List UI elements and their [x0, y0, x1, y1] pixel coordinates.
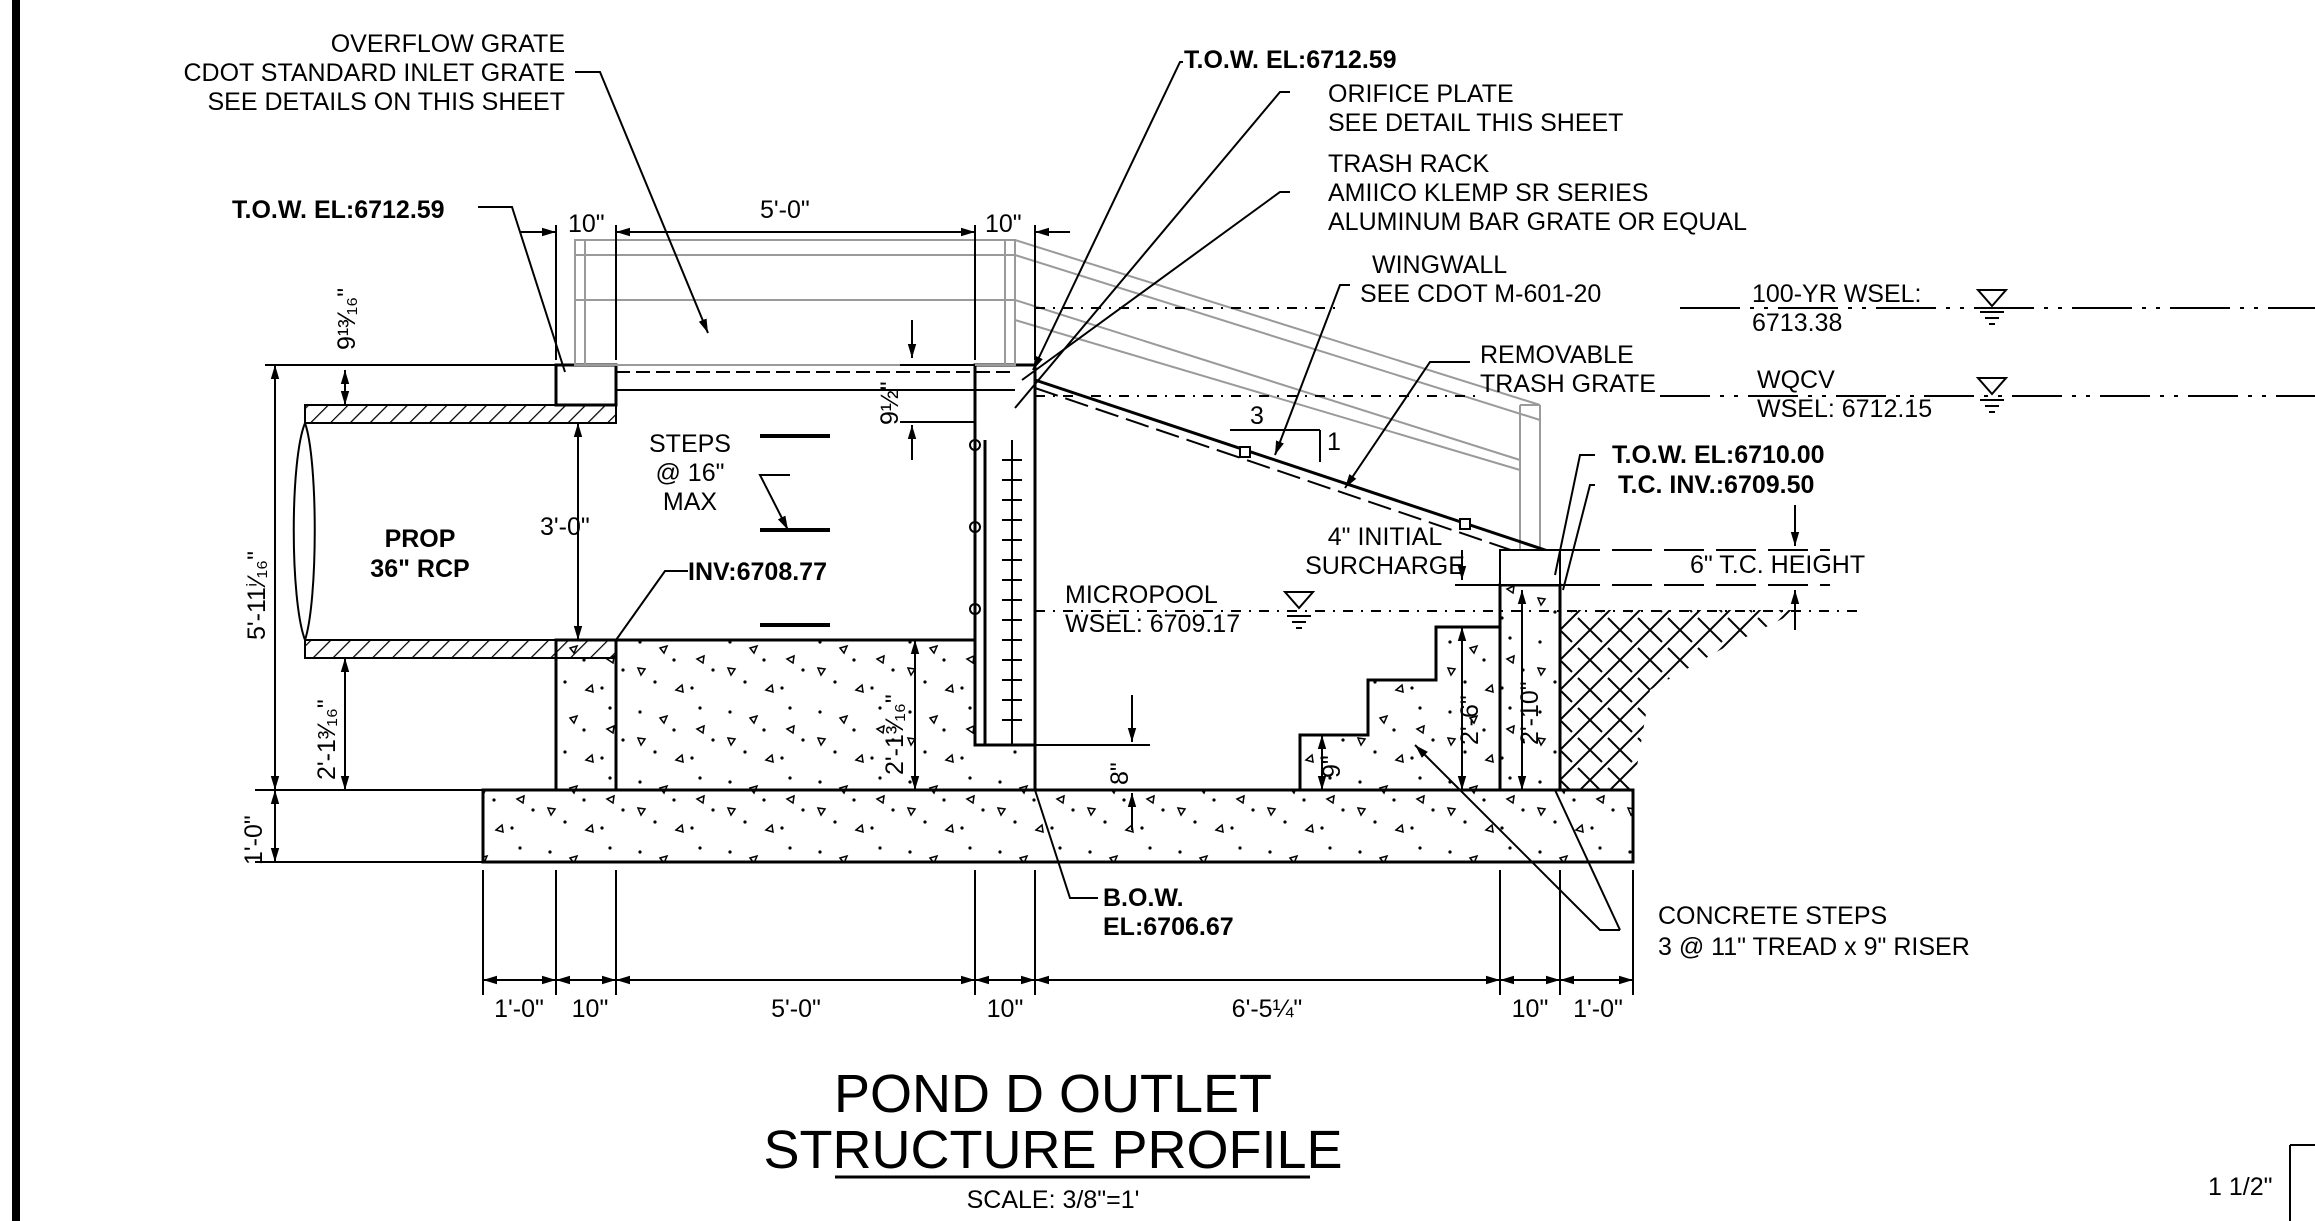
steps-callout: STEPS @ 16" MAX — [649, 430, 731, 516]
dim-top-10-right: 10" — [985, 210, 1022, 238]
svg-text:PROP: PROP — [385, 525, 456, 553]
orifice-hole — [969, 439, 981, 451]
svg-text:SURCHARGE: SURCHARGE — [1305, 552, 1465, 580]
tc-height-label: 6" T.C. HEIGHT — [1690, 551, 1865, 579]
dim-below-pipe-inner: 2'-1³⁄₁₆" — [881, 694, 909, 775]
svg-text:EL:6706.67: EL:6706.67 — [1103, 913, 1234, 941]
right-wall — [1498, 583, 1562, 792]
svg-text:MICROPOOL: MICROPOOL — [1065, 581, 1218, 609]
dim-step-9: 9" — [1318, 755, 1346, 778]
dim-grate-9-half: 9½" — [876, 381, 904, 425]
svg-text:ORIFICE PLATE: ORIFICE PLATE — [1328, 80, 1514, 108]
svg-text:1: 1 — [1327, 428, 1341, 456]
svg-text:OVERFLOW GRATE: OVERFLOW GRATE — [331, 30, 565, 58]
svg-text:10": 10" — [987, 995, 1024, 1023]
trash-rack-callout: TRASH RACK AMIICO KLEMP SR SERIES ALUMIN… — [1328, 150, 1747, 236]
tow-right-label: T.O.W. EL:6710.00 — [1612, 441, 1825, 469]
dim-below-pipe: 2'-1³⁄₁₆" — [313, 699, 341, 780]
dim-micropool-8: 8" — [1106, 762, 1134, 785]
svg-text:@ 16": @ 16" — [655, 459, 724, 487]
wqcv-callout: WQCV WSEL: 6712.15 — [1757, 366, 1932, 423]
micropool-callout: MICROPOOL WSEL: 6709.17 — [1065, 581, 1240, 638]
svg-text:STRUCTURE PROFILE: STRUCTURE PROFILE — [763, 1120, 1342, 1180]
overflow-grate-callout: OVERFLOW GRATE CDOT STANDARD INLET GRATE… — [183, 30, 565, 116]
svg-text:3 @ 11" TREAD x 9" RISER: 3 @ 11" TREAD x 9" RISER — [1658, 933, 1970, 961]
left-headwall-lower — [554, 638, 618, 792]
svg-text:5'-0": 5'-0" — [771, 995, 821, 1023]
svg-text:WSEL: 6709.17: WSEL: 6709.17 — [1065, 610, 1240, 638]
orifice-hole — [969, 521, 981, 533]
bottom-dimension-labels: 1'-0" 10" 5'-0" 10" 6'-5¼" 10" 1'-0" — [494, 995, 1623, 1023]
svg-text:POND D OUTLET: POND D OUTLET — [834, 1064, 1272, 1124]
svg-text:CONCRETE STEPS: CONCRETE STEPS — [1658, 902, 1887, 930]
concrete-steps-callout: CONCRETE STEPS 3 @ 11" TREAD x 9" RISER — [1658, 902, 1970, 961]
svg-text:WQCV: WQCV — [1757, 366, 1835, 394]
initial-surcharge-callout: 4" INITIAL SURCHARGE — [1305, 523, 1465, 580]
dim-overall-height: 5'-11ⁱ⁄₁₆" — [243, 551, 271, 640]
tc-inv-label: T.C. INV.:6709.50 — [1618, 471, 1814, 499]
svg-text:AMIICO KLEMP SR SERIES: AMIICO KLEMP SR SERIES — [1328, 179, 1648, 207]
svg-text:6'-5¼": 6'-5¼" — [1232, 995, 1303, 1023]
slope-indicator: 3 1 — [1230, 402, 1341, 462]
svg-text:36" RCP: 36" RCP — [370, 555, 469, 583]
embankment — [1560, 610, 1800, 790]
svg-text:WSEL: 6712.15: WSEL: 6712.15 — [1757, 395, 1932, 423]
svg-text:TRASH RACK: TRASH RACK — [1328, 150, 1489, 178]
dim-pipe-3ft: 3'-0" — [540, 513, 590, 541]
rcp-pipe — [292, 404, 617, 659]
svg-text:SEE CDOT M-601-20: SEE CDOT M-601-20 — [1360, 280, 1601, 308]
svg-text:10": 10" — [1512, 995, 1549, 1023]
dim-wall-2-10: 2'-10" — [1516, 681, 1544, 745]
removable-trash-grate-callout: REMOVABLE TRASH GRATE — [1480, 341, 1656, 398]
dim-top-10-left: 10" — [568, 210, 605, 238]
drawing-title: POND D OUTLET STRUCTURE PROFILE SCALE: 3… — [763, 1064, 1342, 1214]
inv-label: INV:6708.77 — [688, 558, 827, 586]
svg-text:REMOVABLE: REMOVABLE — [1480, 341, 1634, 369]
svg-text:MAX: MAX — [663, 488, 718, 516]
overflow-grate — [574, 239, 1016, 391]
bow-callout: B.O.W. EL:6706.67 — [1103, 884, 1234, 941]
right-wall-top — [1499, 549, 1561, 586]
svg-text:100-YR WSEL:: 100-YR WSEL: — [1752, 280, 1922, 308]
tc-height-lines — [1560, 549, 1830, 586]
corner-scale-note: 1 1/2" — [2208, 1144, 2315, 1221]
tow-left-label: T.O.W. EL:6712.59 — [232, 196, 445, 224]
wsel-100yr-line — [1035, 289, 2315, 325]
dim-wall-9-13-16: 9¹³⁄₁₆" — [333, 288, 361, 350]
svg-text:SEE DETAIL THIS SHEET: SEE DETAIL THIS SHEET — [1328, 109, 1623, 137]
svg-text:WINGWALL: WINGWALL — [1372, 251, 1507, 279]
svg-text:B.O.W.: B.O.W. — [1103, 884, 1184, 912]
orifice-hole — [969, 603, 981, 615]
dim-base-1ft: 1'-0" — [240, 815, 268, 865]
svg-text:4" INITIAL: 4" INITIAL — [1328, 523, 1443, 551]
wqcv-line — [1035, 377, 2315, 413]
svg-text:STEPS: STEPS — [649, 430, 731, 458]
tow-top-label: T.O.W. EL:6712.59 — [1184, 46, 1397, 74]
pipe-callout: PROP 36" RCP — [370, 525, 469, 583]
svg-text:1'-0": 1'-0" — [1573, 995, 1623, 1023]
orifice-plate-callout: ORIFICE PLATE SEE DETAIL THIS SHEET — [1328, 80, 1623, 137]
dimension-lines — [255, 225, 1800, 995]
svg-text:CDOT STANDARD INLET GRATE: CDOT STANDARD INLET GRATE — [183, 59, 565, 87]
chamber-floor-concrete — [614, 638, 1037, 792]
svg-text:10": 10" — [572, 995, 609, 1023]
svg-text:6713.38: 6713.38 — [1752, 309, 1842, 337]
svg-text:1'-0": 1'-0" — [494, 995, 544, 1023]
svg-text:ALUMINUM BAR GRATE OR EQUAL: ALUMINUM BAR GRATE OR EQUAL — [1328, 208, 1747, 236]
svg-text:TRASH GRATE: TRASH GRATE — [1480, 370, 1656, 398]
orifice-plate — [1002, 440, 1022, 745]
wingwall-callout: WINGWALL SEE CDOT M-601-20 — [1360, 251, 1601, 308]
svg-text:3: 3 — [1250, 402, 1264, 430]
leader-lines — [478, 61, 1621, 931]
svg-text:SEE DETAILS ON THIS SHEET: SEE DETAILS ON THIS SHEET — [208, 88, 566, 116]
wsel-100yr-callout: 100-YR WSEL: 6713.38 — [1752, 280, 1922, 337]
svg-text:1 1/2": 1 1/2" — [2208, 1173, 2272, 1201]
svg-text:SCALE: 3/8"=1': SCALE: 3/8"=1' — [967, 1186, 1140, 1214]
dim-top-5ft: 5'-0" — [760, 196, 810, 224]
dim-step-2-6: 2'-6" — [1456, 695, 1484, 745]
base-slab — [481, 788, 1635, 864]
micropool-wsel-line — [1035, 591, 1860, 629]
trash-rack — [1014, 239, 1561, 566]
